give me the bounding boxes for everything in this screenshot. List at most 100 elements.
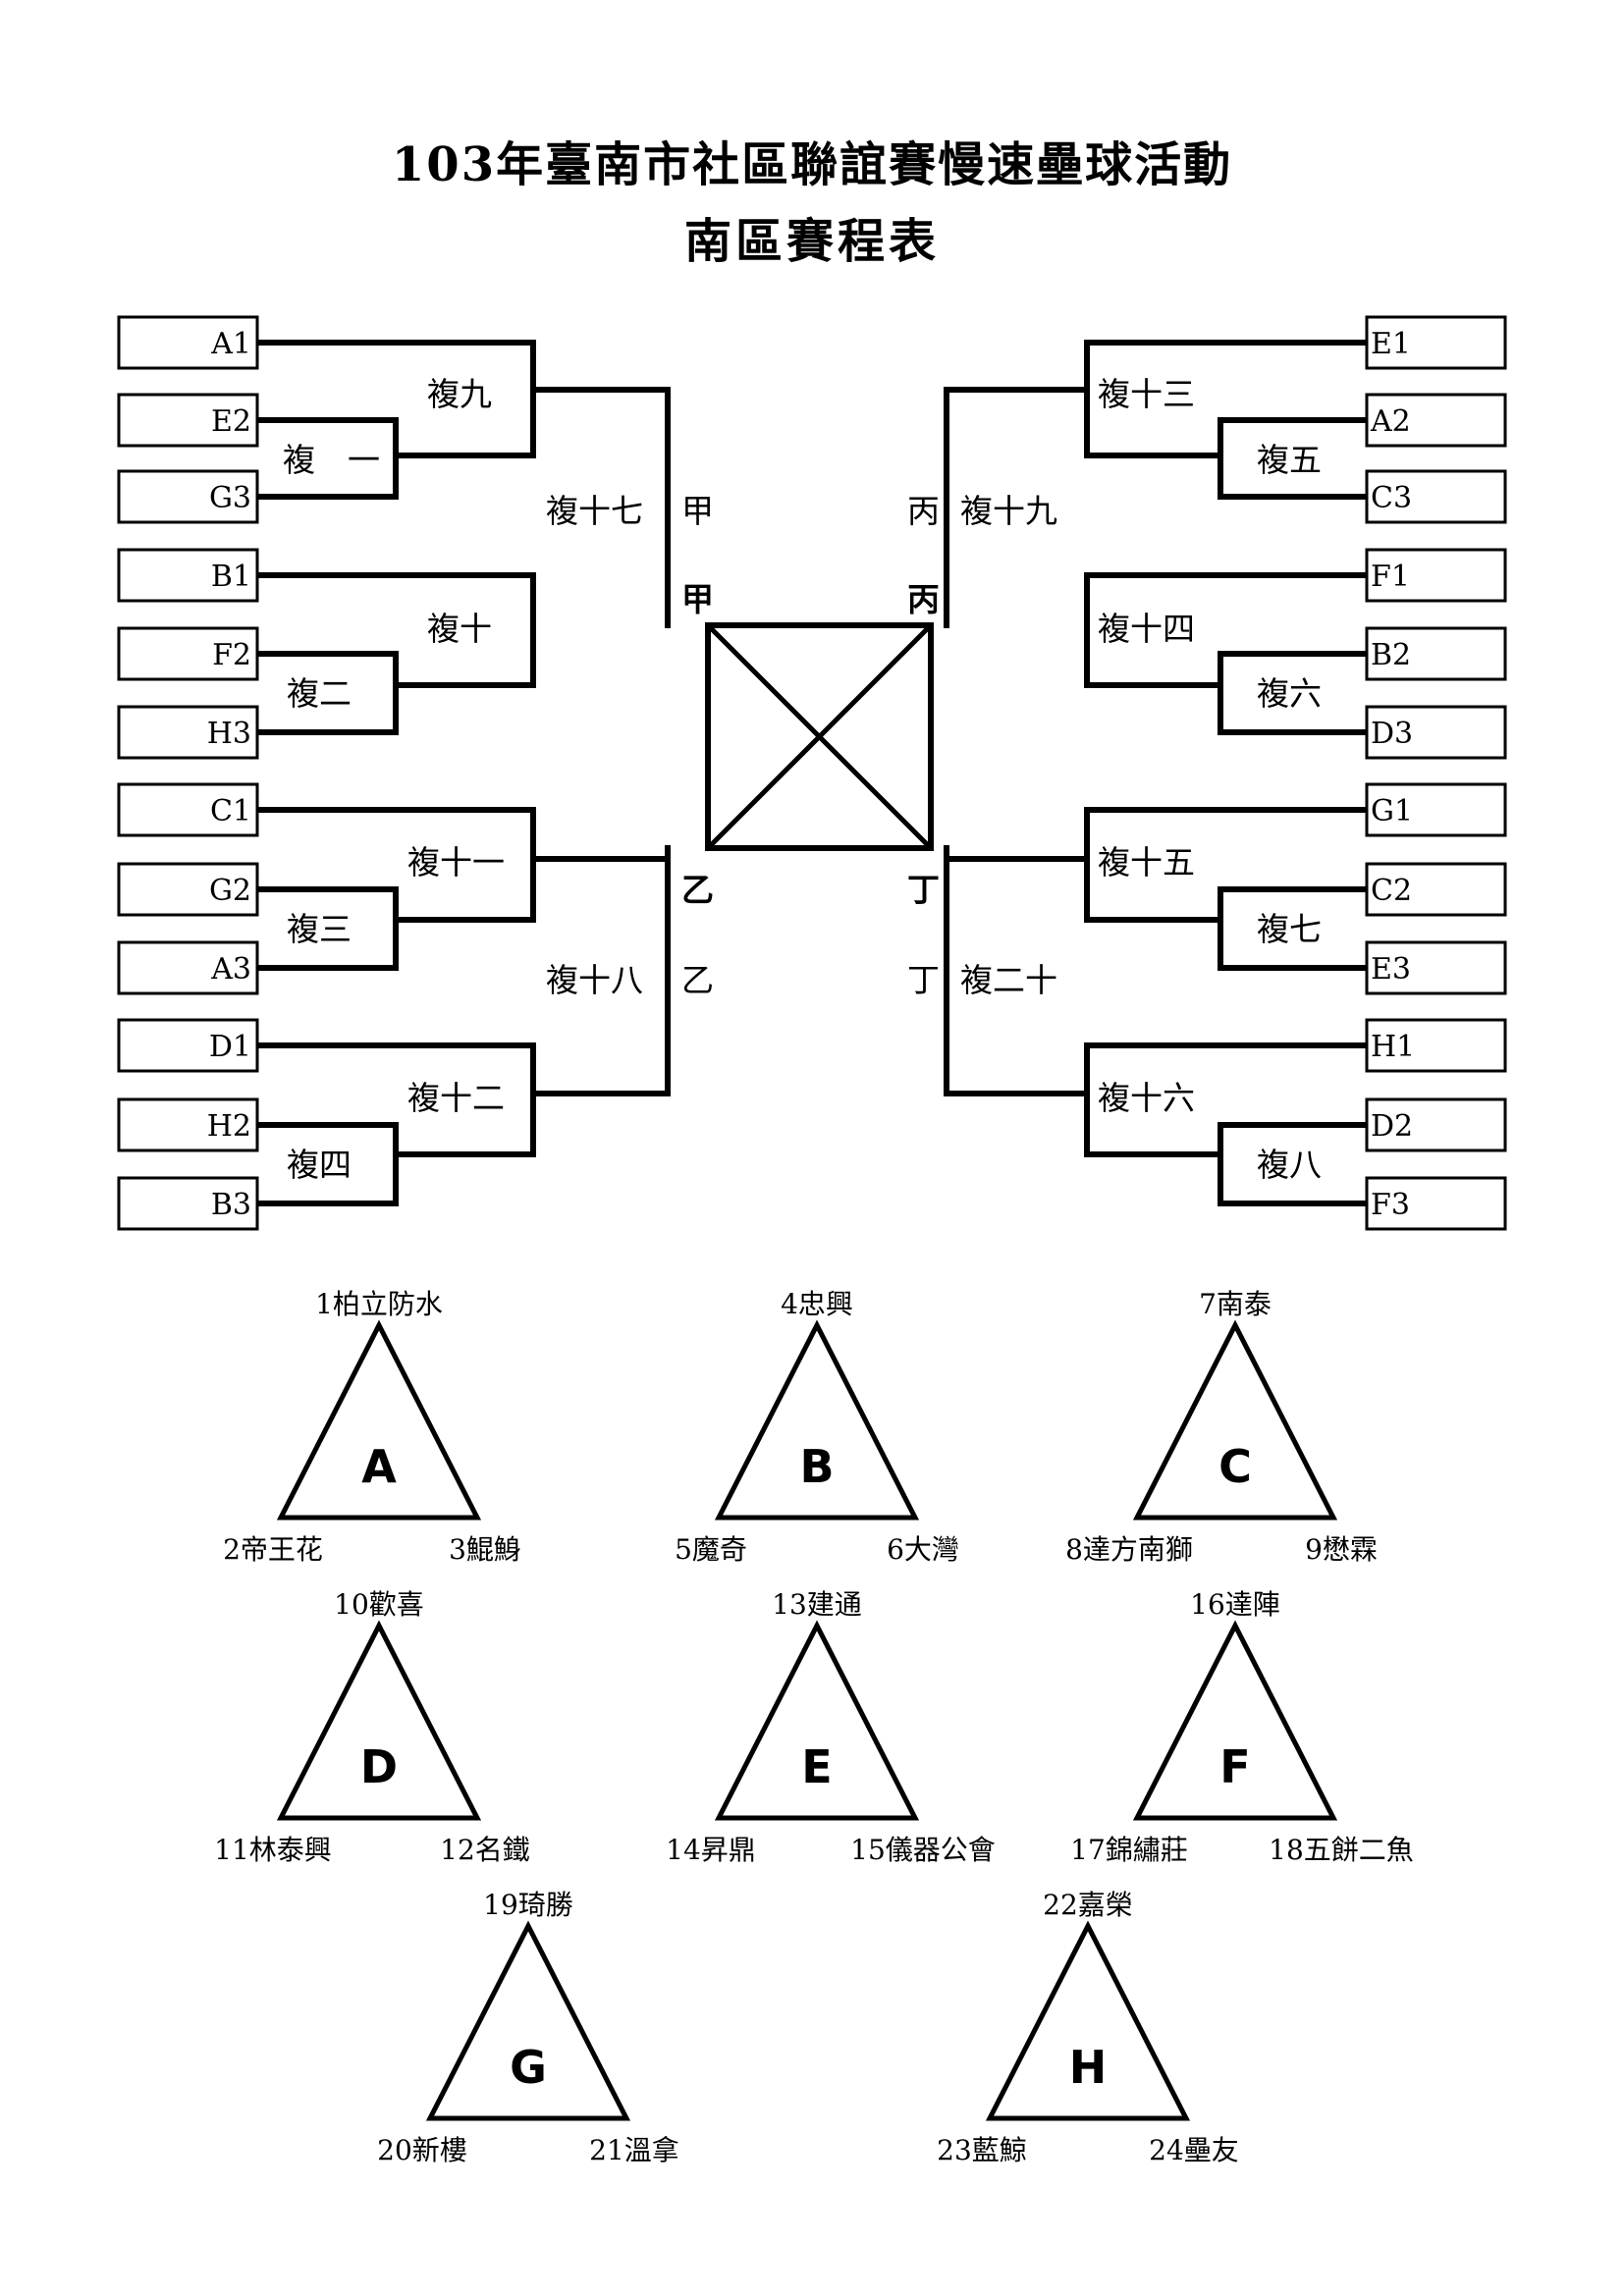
seed-box-left-B3: B3 <box>117 1176 259 1231</box>
seed-box-frame <box>117 940 259 995</box>
seed-box-frame <box>117 1018 259 1073</box>
seed-label: C1 <box>210 794 251 828</box>
bracket-line-9 <box>530 387 671 628</box>
pool-label-bing-bottom: 丙 <box>907 580 940 618</box>
game-label-8: 複八 <box>1257 1146 1322 1184</box>
game-label-7: 複七 <box>1257 910 1322 948</box>
seed-box-frame <box>1365 626 1507 681</box>
game-label-19: 複十九 <box>960 492 1057 530</box>
bracket-line-6 <box>254 572 536 688</box>
game-label-4: 複四 <box>287 1146 352 1184</box>
team-right: 21溫拿 <box>589 2134 679 2166</box>
bracket-line-4 <box>254 1122 399 1206</box>
game-label-11: 複十一 <box>407 843 505 881</box>
seed-label: G3 <box>209 481 251 515</box>
seed-box-right-D2: D2 <box>1365 1097 1507 1152</box>
seed-box-right-C3: C3 <box>1365 469 1507 524</box>
bracket-line-10 <box>530 856 671 1096</box>
group-letter: A <box>361 1440 397 1493</box>
group-E: E 13建通 14昇鼎 15儀器公會 <box>666 1588 996 1866</box>
seed-box-left-F2: F2 <box>117 626 259 681</box>
group-letter: G <box>510 2041 547 2094</box>
bracket-line-7 <box>254 807 536 923</box>
pool-label-ding-top: 丁 <box>907 871 940 909</box>
seed-box-right-B2: B2 <box>1365 626 1507 681</box>
seed-label: E1 <box>1371 327 1411 361</box>
group-letter: B <box>799 1440 834 1493</box>
seed-label: D3 <box>1371 717 1413 751</box>
pool-label-jia-top: 甲 <box>681 492 714 530</box>
group-A: A 1柏立防水 2帝王花 3鯤鯓 <box>223 1288 521 1566</box>
game-label-3: 複三 <box>287 910 352 948</box>
seed-label: C2 <box>1371 874 1412 908</box>
seed-box-frame <box>1365 1018 1507 1073</box>
team-top: 7南泰 <box>1199 1288 1272 1320</box>
bracket-line-5 <box>254 340 536 458</box>
seed-box-frame <box>117 705 259 760</box>
team-right: 3鯤鯓 <box>449 1533 521 1566</box>
game-label-14: 複十四 <box>1098 610 1195 648</box>
team-top: 19琦勝 <box>483 1889 573 1921</box>
seed-box-left-B1: B1 <box>117 548 259 603</box>
bracket-line-8 <box>254 1042 536 1157</box>
bracket-line-3 <box>254 886 399 971</box>
bracket-line-20 <box>944 856 1090 1096</box>
bracket-line-2 <box>254 651 399 735</box>
group-letter: E <box>801 1740 832 1793</box>
team-top: 13建通 <box>772 1588 862 1621</box>
game-label-18: 複十八 <box>546 961 643 999</box>
seed-box-right-F1: F1 <box>1365 548 1507 603</box>
team-left: 2帝王花 <box>223 1533 323 1566</box>
team-left: 14昇鼎 <box>666 1834 756 1866</box>
seed-box-left-E2: E2 <box>117 393 259 448</box>
group-triangle <box>714 1620 920 1821</box>
team-right: 12名鐵 <box>440 1834 530 1866</box>
seed-box-right-G1: G1 <box>1365 782 1507 837</box>
group-triangle <box>714 1319 920 1521</box>
group-letter: C <box>1218 1440 1252 1493</box>
seed-box-frame <box>1365 1176 1507 1231</box>
team-left: 17錦繡莊 <box>1070 1834 1188 1866</box>
seed-box-left-A3: A3 <box>117 940 259 995</box>
seed-box-frame <box>117 1176 259 1231</box>
seed-box-frame <box>117 393 259 448</box>
seed-box-frame <box>1365 315 1507 370</box>
group-triangle <box>1132 1319 1338 1521</box>
team-right: 15儀器公會 <box>850 1834 996 1866</box>
group-triangle <box>276 1319 482 1521</box>
seed-box-frame <box>1365 548 1507 603</box>
game-label-20: 複二十 <box>960 961 1057 999</box>
group-letter: F <box>1219 1740 1250 1793</box>
seed-label: B1 <box>211 560 251 594</box>
seed-label: A2 <box>1370 404 1411 439</box>
pool-label-yi-top: 乙 <box>681 871 714 909</box>
bracket-line-17 <box>1084 807 1370 923</box>
seed-box-frame <box>1365 393 1507 448</box>
game-label-2: 複二 <box>287 674 352 713</box>
seed-box-right-E1: E1 <box>1365 315 1507 370</box>
seed-label: D1 <box>209 1030 251 1064</box>
seed-box-right-F3: F3 <box>1365 1176 1507 1231</box>
seed-box-left-D1: D1 <box>117 1018 259 1073</box>
seed-label: B2 <box>1371 638 1411 672</box>
team-top: 10歡喜 <box>334 1588 424 1621</box>
seed-box-frame <box>117 315 259 370</box>
seed-box-frame <box>1365 782 1507 837</box>
team-right: 9懋霖 <box>1305 1533 1378 1566</box>
seed-box-frame <box>1365 940 1507 995</box>
seed-box-right-C2: C2 <box>1365 862 1507 917</box>
seed-label: H1 <box>1371 1030 1415 1064</box>
team-left: 23藍鯨 <box>937 2134 1027 2166</box>
seed-box-frame <box>117 1097 259 1152</box>
seed-label: A3 <box>210 952 251 987</box>
team-right: 24壘友 <box>1149 2134 1239 2166</box>
final-box <box>705 622 934 851</box>
team-top: 1柏立防水 <box>315 1288 443 1320</box>
seed-box-right-D3: D3 <box>1365 705 1507 760</box>
seed-box-frame <box>117 469 259 524</box>
seed-box-frame <box>117 862 259 917</box>
game-label-17: 複十七 <box>546 492 643 530</box>
